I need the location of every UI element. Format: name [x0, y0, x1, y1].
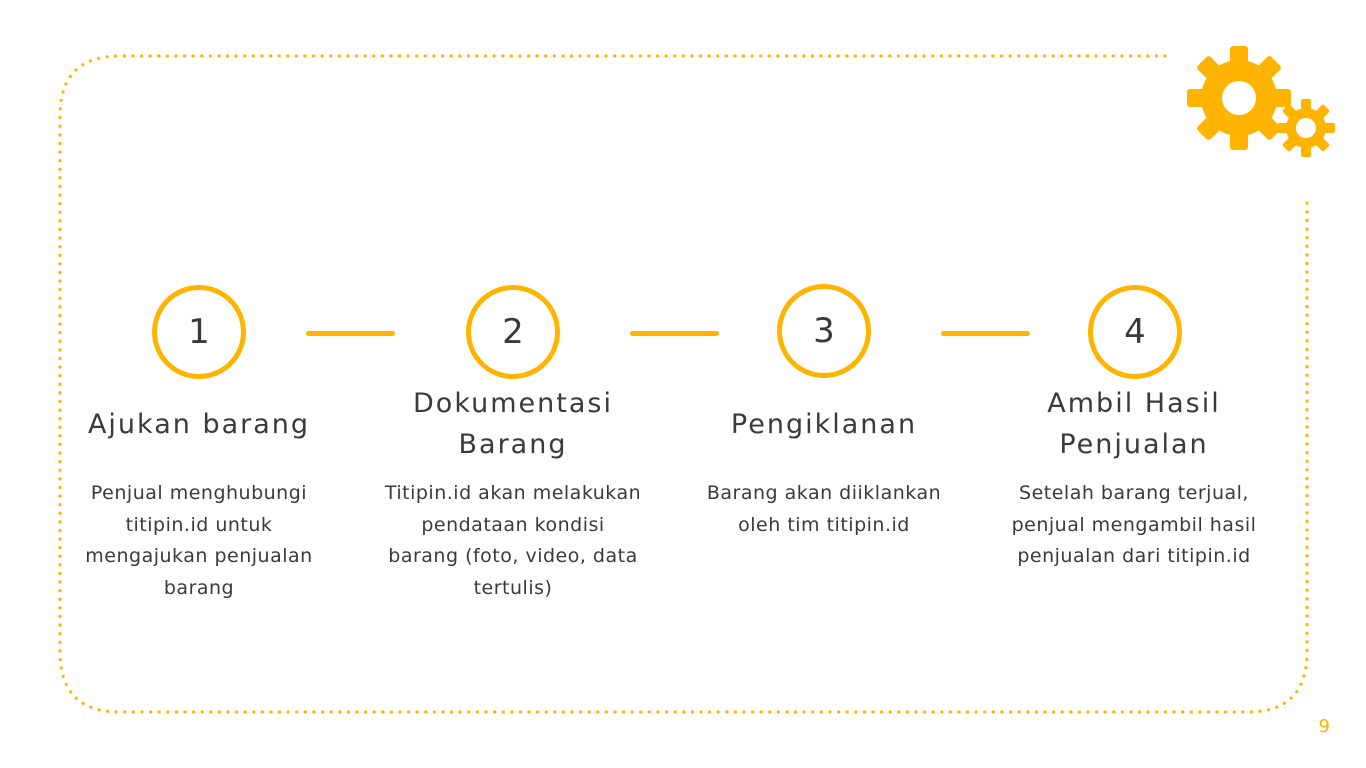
step-number: 4: [1124, 312, 1146, 352]
step-2-title: Dokumentasi Barang: [413, 388, 613, 460]
step-3-description: Barang akan diiklankan oleh tim titipin.…: [706, 482, 942, 536]
step-4-title: Ambil Hasil Penjualan: [1047, 388, 1221, 460]
step-number: 3: [813, 311, 835, 351]
step-1-title: Ajukan barang: [87, 409, 311, 440]
step-2-number-circle: 2: [466, 285, 560, 379]
step-1-number-circle: 1: [152, 285, 246, 379]
step-number: 1: [188, 312, 210, 352]
connector-1-2: [306, 331, 395, 336]
connector-2-3: [630, 331, 719, 336]
step-4-number-circle: 4: [1088, 285, 1182, 379]
gears-icon: [1187, 46, 1335, 157]
connector-3-4: [941, 331, 1030, 336]
step-3-title: Pengiklanan: [730, 409, 918, 440]
page-number: 9: [1318, 716, 1330, 737]
step-1-description: Penjual menghubungi titipin.id untuk men…: [85, 482, 313, 599]
step-2-description: Titipin.id akan melakukan pendataan kond…: [384, 482, 642, 599]
step-number: 2: [502, 312, 524, 352]
step-3-number-circle: 3: [777, 284, 871, 378]
step-4-description: Setelah barang terjual, penjual mengambi…: [1011, 482, 1257, 567]
